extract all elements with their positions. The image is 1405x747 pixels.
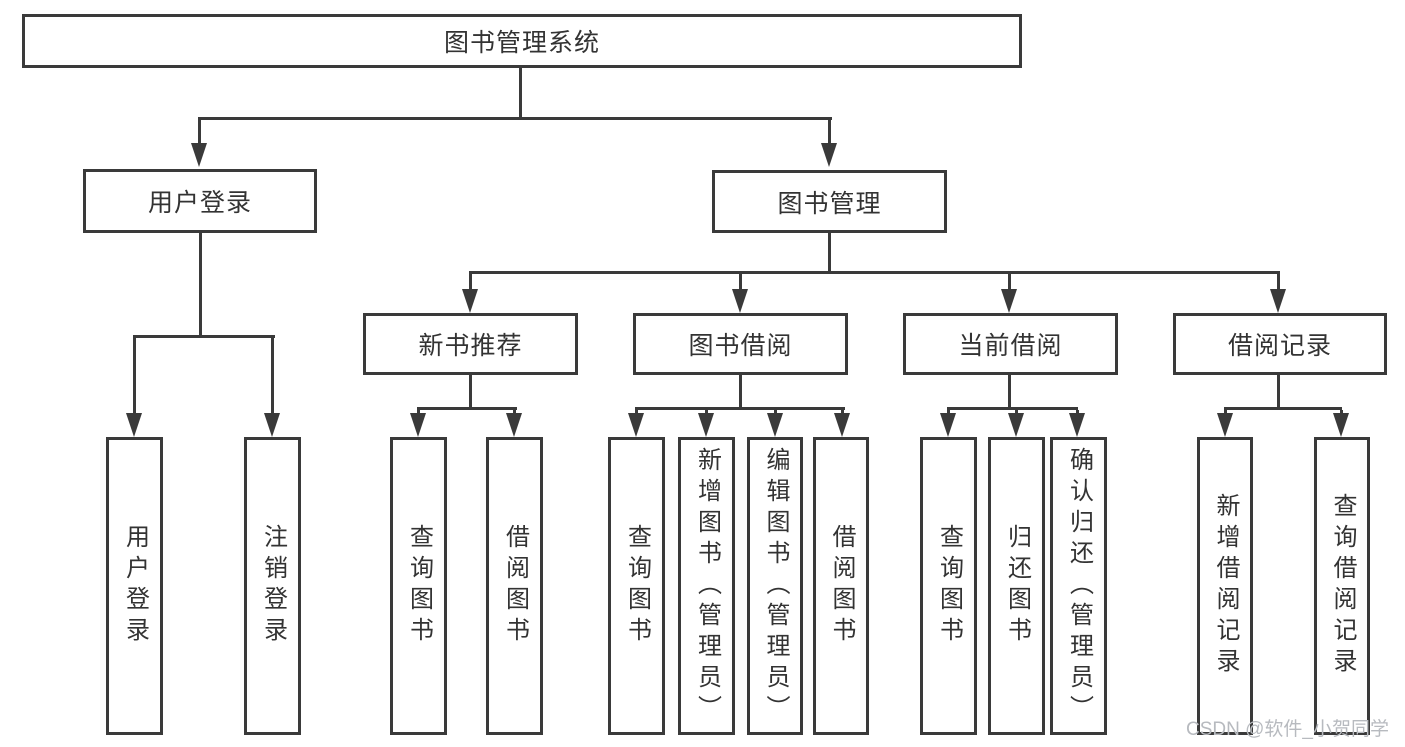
arrow-down-icon [1270,289,1286,313]
connector-line [1008,274,1011,292]
node-user-login-label: 用户登录 [147,189,252,217]
connector-line [199,233,202,337]
leaf-borrow-books-recommend: 借阅图书 [486,437,543,735]
arrow-down-icon [698,413,714,437]
arrow-down-icon [191,143,207,167]
node-book-borrow-label: 图书借阅 [688,332,793,360]
arrow-down-icon [1001,289,1017,313]
node-new-book-recommend: 新书推荐 [363,313,578,375]
leaf-query-books-current: 查询图书 [920,437,977,735]
arrow-down-icon [732,289,748,313]
arrow-down-icon [126,413,142,437]
leaf-logout: 注销登录 [244,437,301,735]
connector-line [1008,375,1011,409]
connector-line [1277,375,1280,409]
leaf-confirm-return-admin: 确认归还（管理员） [1050,437,1107,735]
node-new-book-recommend-label: 新书推荐 [418,332,523,360]
arrow-down-icon [462,289,478,313]
node-root: 图书管理系统 [22,14,1022,68]
arrow-down-icon [506,413,522,437]
connector-line [198,120,201,146]
leaf-query-books-recommend: 查询图书 [390,437,447,735]
leaf-return-books: 归还图书 [988,437,1045,735]
connector-line [271,338,274,415]
connector-line [635,407,845,410]
node-user-login: 用户登录 [83,169,317,233]
connector-line [417,407,517,410]
node-current-borrow-label: 当前借阅 [958,332,1063,360]
connector-line [739,274,742,292]
connector-line [828,233,831,274]
leaf-edit-books-admin: 编辑图书（管理员） [747,437,803,735]
connector-line [133,335,275,338]
arrow-down-icon [767,413,783,437]
leaf-query-books-borrow: 查询图书 [608,437,665,735]
arrow-down-icon [821,143,837,167]
arrow-down-icon [264,413,280,437]
arrow-down-icon [834,413,850,437]
connector-line [1224,407,1342,410]
leaf-user-login: 用户登录 [106,437,163,735]
leaf-borrow-books: 借阅图书 [813,437,869,735]
watermark: CSDN @软件_小贺同学 [1186,719,1389,740]
leaf-add-borrow-record: 新增借阅记录 [1197,437,1253,735]
connector-line [469,375,472,409]
connector-line [828,120,831,146]
connector-line [469,274,472,292]
connector-line [469,271,1280,274]
node-book-management-label: 图书管理 [777,189,882,218]
connector-line [1277,274,1280,292]
leaf-query-borrow-record: 查询借阅记录 [1314,437,1370,735]
connector-line [198,117,832,120]
connector-line [947,407,1078,410]
arrow-down-icon [1008,413,1024,437]
arrow-down-icon [628,413,644,437]
arrow-down-icon [940,413,956,437]
node-borrow-records: 借阅记录 [1173,313,1387,375]
arrow-down-icon [410,413,426,437]
arrow-down-icon [1333,413,1349,437]
node-current-borrow: 当前借阅 [903,313,1118,375]
connector-line [133,338,136,415]
node-book-borrow: 图书借阅 [633,313,848,375]
connector-line [739,375,742,409]
node-book-management: 图书管理 [712,170,947,233]
arrow-down-icon [1217,413,1233,437]
connector-line [519,67,522,118]
leaf-add-books-admin: 新增图书（管理员） [678,437,735,735]
arrow-down-icon [1069,413,1085,437]
node-root-label: 图书管理系统 [443,29,600,57]
node-borrow-records-label: 借阅记录 [1227,332,1332,360]
